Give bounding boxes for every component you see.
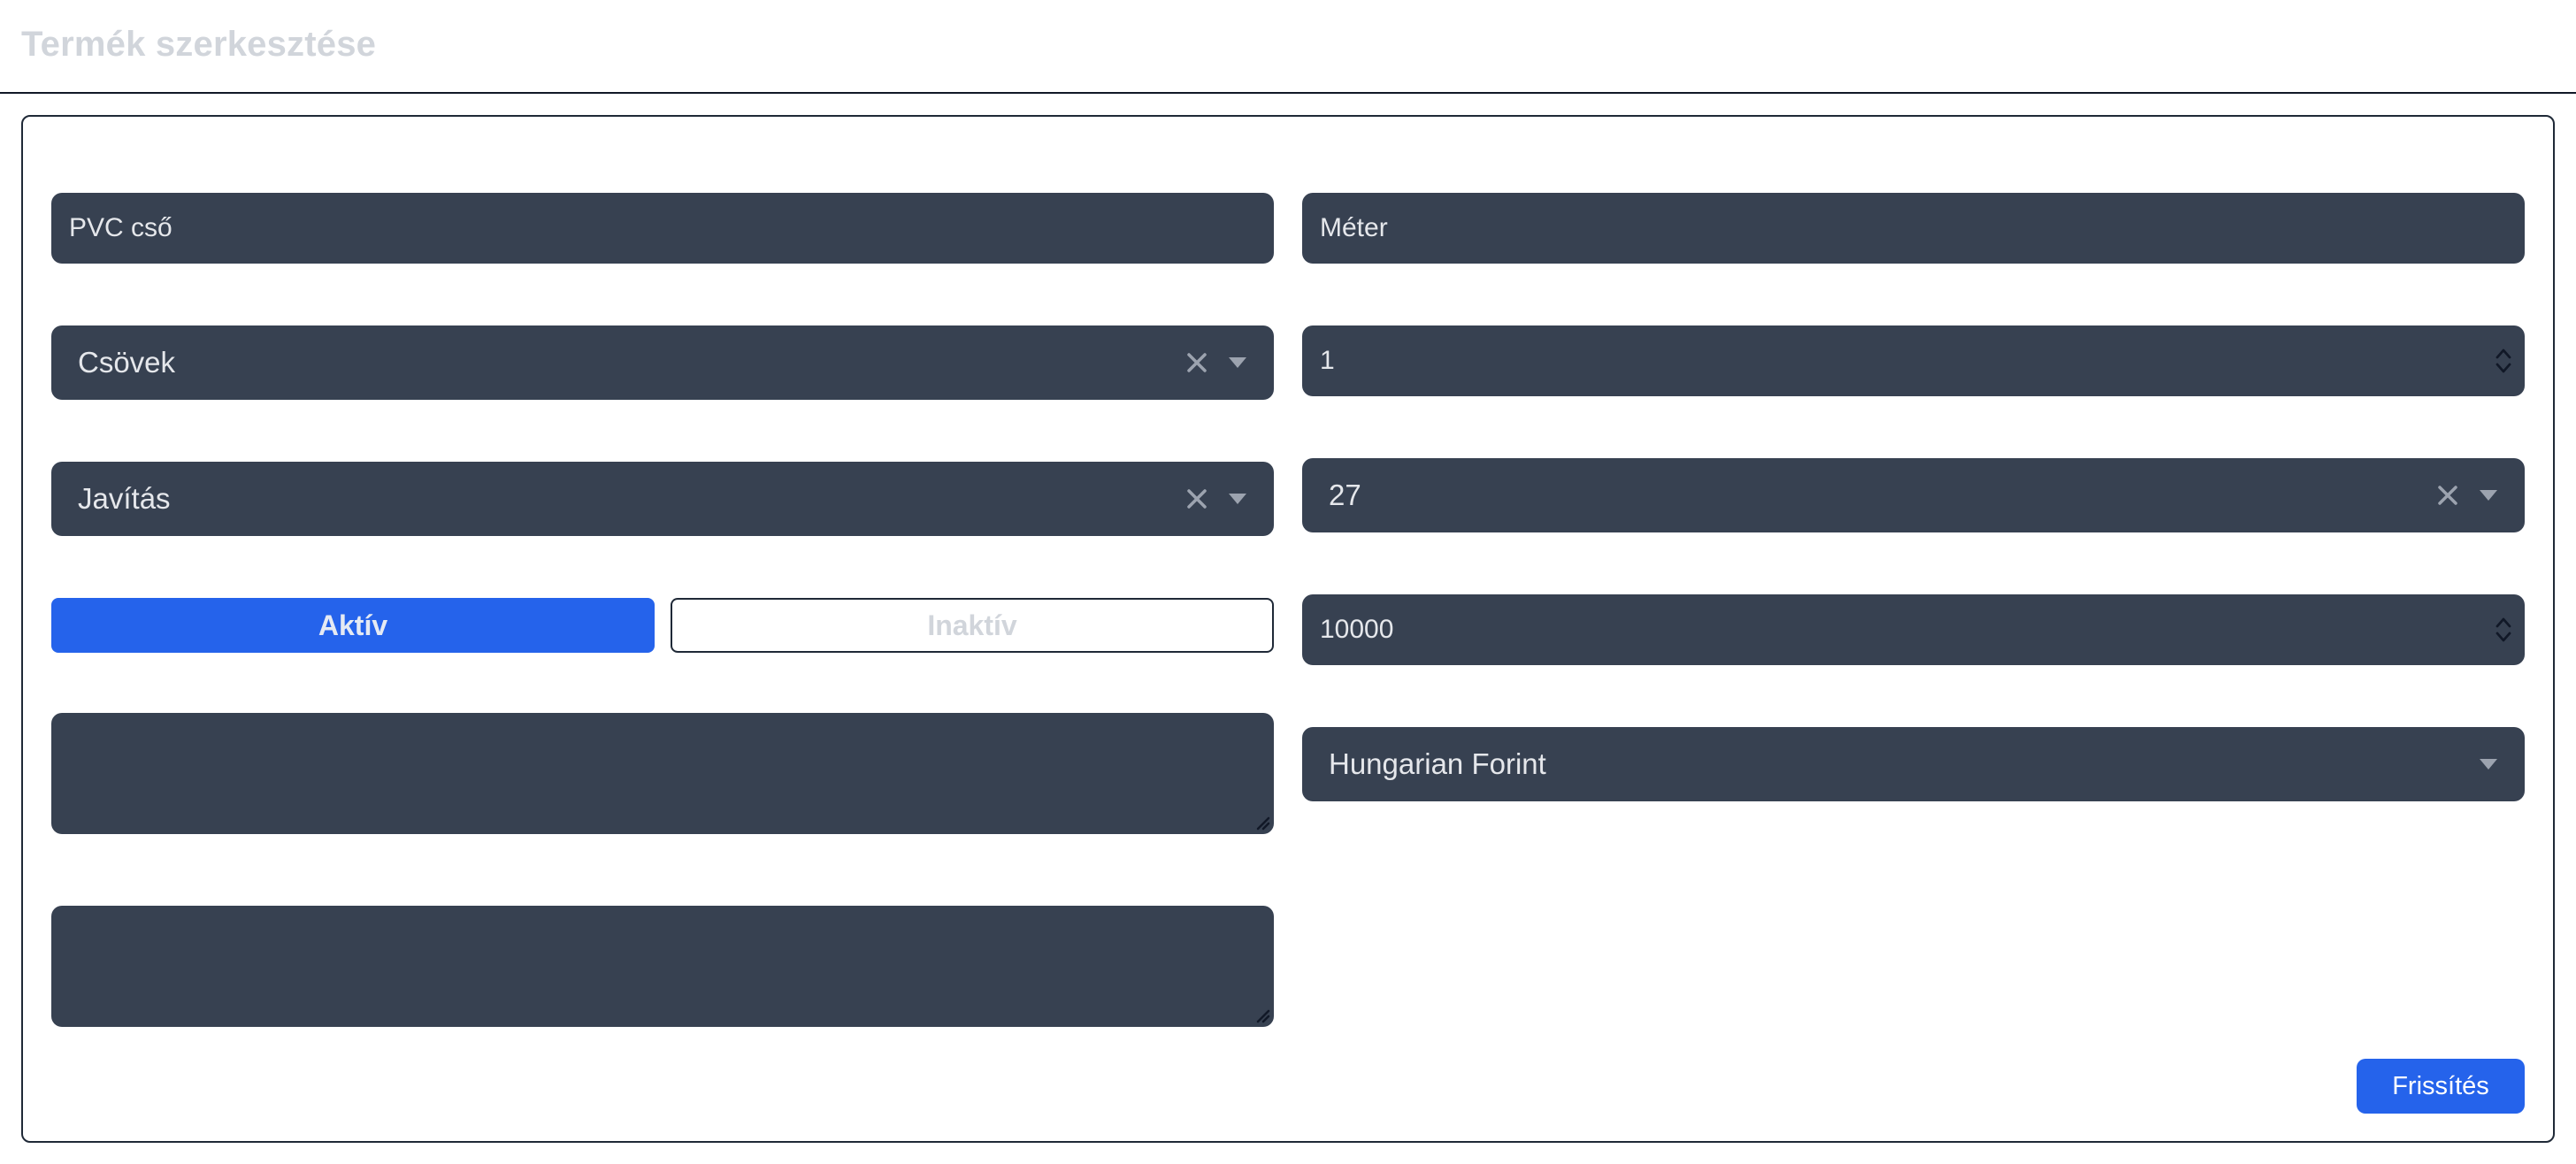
unit-input[interactable]: Méter [1302,193,2525,264]
page-title: Termék szerkesztése [21,25,377,64]
chevron-down-icon[interactable] [2479,758,2498,770]
chevron-down-icon[interactable] [1228,356,1247,369]
unit-value: Méter [1320,213,1388,242]
vat-selected-value: 27 [1329,479,1361,511]
quantity-input[interactable]: 1 [1302,325,2525,396]
chevron-down-icon[interactable] [2479,489,2498,502]
status-inactive-button[interactable]: Inaktív [671,598,1274,653]
note-textarea[interactable] [51,906,1274,1027]
product-edit-form [21,115,2555,1143]
stepper-arrows-icon[interactable] [2495,345,2512,377]
category-selected-value: Csövek [78,346,176,379]
vat-select[interactable]: 27 [1302,458,2525,532]
resize-handle-icon[interactable] [1254,815,1270,831]
close-icon[interactable] [2436,484,2459,507]
close-icon[interactable] [1185,487,1208,510]
close-icon[interactable] [1185,351,1208,374]
description-textarea[interactable] [51,713,1274,834]
stepper-arrows-icon[interactable] [2495,614,2512,646]
category-select[interactable]: Csövek [51,325,1274,400]
resize-handle-icon[interactable] [1254,1007,1270,1023]
price-value: 10000 [1320,615,1394,644]
page-header: Termék szerkesztése [0,0,2576,94]
type-select[interactable]: Javítás [51,462,1274,536]
product-name-input[interactable]: PVC cső [51,193,1274,264]
quantity-value: 1 [1320,346,1335,375]
type-selected-value: Javítás [78,482,171,515]
update-button[interactable]: Frissítés [2357,1059,2525,1114]
price-input[interactable]: 10000 [1302,594,2525,665]
chevron-down-icon[interactable] [1228,493,1247,505]
status-active-button[interactable]: Aktív [51,598,655,653]
currency-select[interactable]: Hungarian Forint [1302,727,2525,801]
currency-selected-value: Hungarian Forint [1329,747,1546,780]
product-name-value: PVC cső [69,213,172,242]
